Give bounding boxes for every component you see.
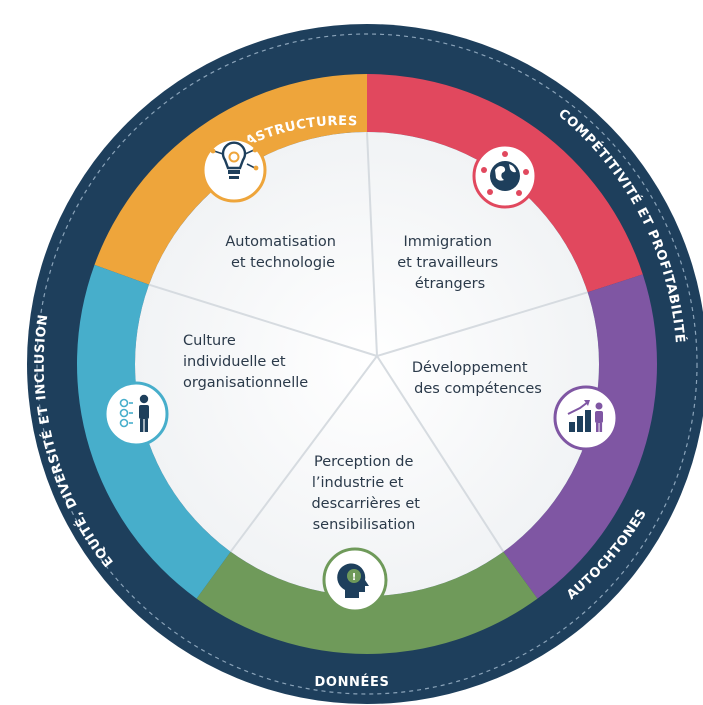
label-line: sensibilisation [313, 517, 416, 533]
label-line: l’industrie et [312, 475, 404, 491]
label-line: individuelle et [183, 354, 286, 370]
label-culture: Culture individuelle et organisationnell… [183, 333, 308, 391]
svg-text:Automatisation et techno: Automatisation et technologie [225, 234, 340, 271]
segment-developpement [503, 274, 657, 599]
wedge-divider [148, 283, 378, 357]
label-immigration: Immigration et travailleurs étrangers [397, 234, 503, 292]
ring-label-bottom: DONNÉES [315, 674, 390, 690]
segment-culture [76, 264, 231, 599]
label-line: Automatisation [225, 234, 336, 250]
label-line: et technologie [231, 255, 335, 271]
globe-network-icon [472, 143, 538, 209]
label-perception: Perception de l’industrie et descarrière… [311, 454, 424, 533]
label-line: étrangers [415, 276, 485, 292]
svg-text:Développement des compét: Développement des compétences [412, 360, 542, 397]
label-line: Immigration [404, 234, 492, 250]
wedge-divider [366, 131, 378, 357]
label-line: Perception de [314, 454, 413, 470]
inner-wedges-group [135, 131, 599, 596]
inner-disc [135, 132, 599, 596]
dashed-ring [36, 33, 698, 695]
wedge-divider [376, 355, 505, 553]
svg-text:Perception de l’industri: Perception de l’industrie et descarrière… [311, 454, 424, 533]
svg-text:!: ! [352, 572, 357, 583]
segment-immigration [367, 74, 643, 293]
lightbulb-gear-icon [201, 137, 267, 203]
svg-text:Immigration et travaille: Immigration et travailleurs étrangers [397, 234, 503, 292]
label-line: Développement [412, 360, 528, 376]
head-idea-icon: ! [322, 547, 388, 613]
label-line: des compétences [414, 381, 542, 397]
label-line: et travailleurs [397, 255, 498, 271]
label-line: organisationnelle [183, 375, 308, 391]
wedge-divider [229, 355, 378, 553]
label-automatisation: Automatisation et technologie [225, 234, 340, 271]
segment-automatisation [94, 74, 368, 285]
svg-text:Culture individuelle et: Culture individuelle et organisationnell… [183, 333, 308, 391]
label-developpement: Développement des compétences [412, 360, 542, 397]
checklist-person-icon [103, 381, 169, 447]
growth-chart-person-icon [553, 385, 619, 451]
wedge-divider [376, 291, 588, 357]
label-line: Culture [183, 333, 236, 349]
label-line: descarrières et [311, 496, 420, 512]
